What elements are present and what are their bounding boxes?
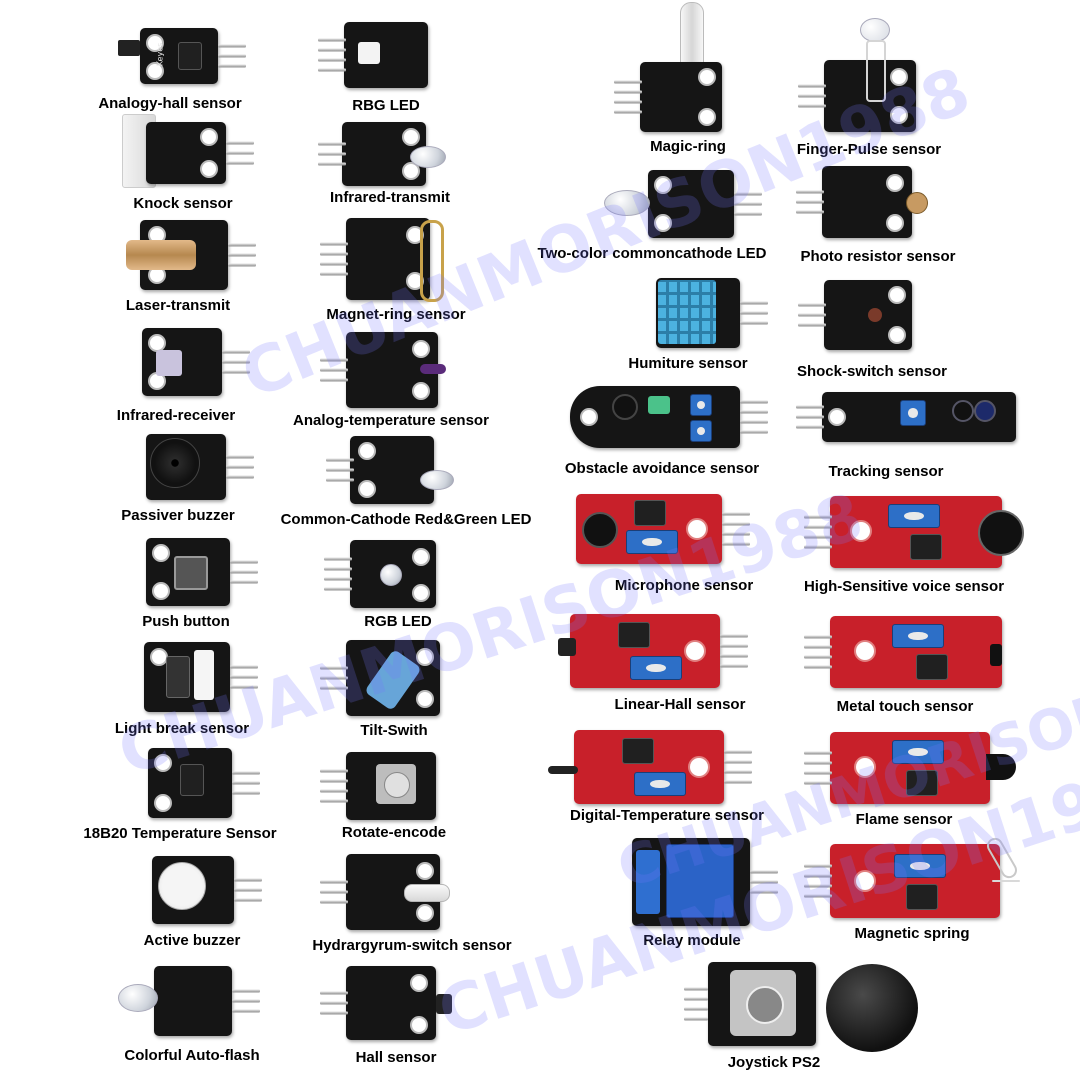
label-high-sensitive-voice: High-Sensitive voice sensor	[803, 578, 1005, 595]
label-infrared-receiver: Infrared-receiver	[116, 407, 236, 424]
label-two-color-led: Two-color commoncathode LED	[537, 245, 767, 262]
label-metal-touch: Metal touch sensor	[836, 698, 974, 715]
label-finger-pulse: Finger-Pulse sensor	[796, 141, 942, 158]
label-relay: Relay module	[643, 932, 741, 949]
label-rgb-led: RGB LED	[364, 613, 432, 630]
label-obstacle: Obstacle avoidance sensor	[564, 460, 760, 477]
label-tilt-switch: Tilt-Swith	[360, 722, 428, 739]
label-analog-temperature: Analog-temperature sensor	[293, 412, 489, 429]
label-digital-temperature: Digital-Temperature sensor	[570, 807, 764, 824]
label-rbg-led: RBG LED	[352, 97, 420, 114]
label-analog-hall: Analogy-hall sensor	[98, 95, 242, 112]
label-hydrargyrum-switch: Hydrargyrum-switch sensor	[312, 937, 512, 954]
label-laser-transmit: Laser-transmit	[125, 297, 231, 314]
label-light-break: Light break sensor	[114, 720, 250, 737]
label-magic-ring: Magic-ring	[650, 138, 726, 155]
label-photo-resistor: Photo resistor sensor	[800, 248, 956, 265]
label-push-button: Push button	[142, 613, 230, 630]
label-humiture: Humiture sensor	[628, 355, 748, 372]
label-linear-hall: Linear-Hall sensor	[614, 696, 746, 713]
label-18b20: 18B20 Temperature Sensor	[83, 825, 277, 842]
label-passive-buzzer: Passiver buzzer	[121, 507, 235, 524]
label-magnet-ring: Magnet-ring sensor	[326, 306, 466, 323]
label-knock: Knock sensor	[133, 195, 233, 212]
brand-label: Keyes	[155, 42, 165, 67]
label-hall: Hall sensor	[355, 1049, 437, 1066]
label-shock-switch: Shock-switch sensor	[796, 363, 948, 380]
label-joystick: Joystick PS2	[727, 1054, 821, 1071]
label-active-buzzer: Active buzzer	[143, 932, 241, 949]
label-rotate-encode: Rotate-encode	[341, 824, 447, 841]
label-microphone: Microphone sensor	[614, 577, 754, 594]
label-flame: Flame sensor	[855, 811, 953, 828]
label-tracking: Tracking sensor	[828, 463, 944, 480]
label-colorful-flash: Colorful Auto-flash	[124, 1047, 260, 1064]
label-infrared-transmit: Infrared-transmit	[329, 189, 451, 206]
label-common-cathode-led: Common-Cathode Red&Green LED	[280, 511, 532, 528]
label-magnetic-spring: Magnetic spring	[854, 925, 970, 942]
